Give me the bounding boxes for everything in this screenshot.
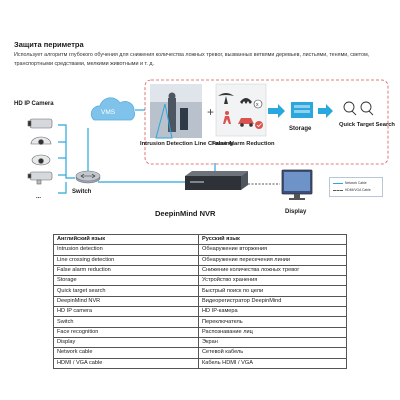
cell-russian: Переключатель [198,316,347,328]
vms-label: VMS [101,109,116,116]
storage-label: Storage [289,126,312,132]
cable-legend: Network Cable HDMI/VGA Cable [329,177,383,197]
search-label: Quick Target Search [339,122,395,128]
false-alarm-label: False Alarm Reduction [212,141,275,147]
network-cables [58,109,216,194]
cameras-more-label: ... [36,194,42,200]
cell-english: Display [53,336,199,349]
perimeter-diagram: + x [27,79,389,200]
cell-english: Line crossing detection [53,254,199,266]
cell-russian: HD IP-камера [198,306,347,318]
cell-russian: Быстрый поиск по цели [198,285,347,297]
storage-icon [291,102,313,118]
page-title: Защита периметра [14,40,84,49]
plus-sign: + [207,105,214,119]
switch-label: Switch [72,189,92,195]
cell-english: DeepinMind NVR [53,295,199,308]
svg-text:x: x [256,102,259,108]
cell-russian: Распознавание лиц [198,326,347,338]
false-alarm-panel: x [215,83,267,137]
cell-russian: Обнаружение вторжения [198,244,347,256]
header-russian: Русский язык [198,233,347,246]
cell-english: Face recognition [53,326,199,338]
camera-icon [31,154,51,166]
nvr-icon [185,171,248,190]
network-line-swatch [333,182,343,184]
display-label: Display [285,209,307,215]
switch-icon [75,170,101,184]
legend-network-label: Network Cable [345,181,367,185]
arrow-icon [268,104,285,118]
cell-english: Storage [53,275,199,287]
confirm-icon [255,121,263,129]
reject-icon [253,99,263,109]
header-english: Английский язык [53,233,199,246]
cell-english: Intrusion detection [53,244,199,256]
camera-icon [30,136,52,145]
legend-hdmi-row: HDMI/VGA Cable [333,188,371,192]
translation-table: Английский язык Русский язык Intrusion d… [53,233,347,369]
animal-icon [240,98,252,104]
cell-english: Quick target search [53,285,199,297]
legend-network-row: Network Cable [333,181,367,185]
cell-russian: Экран [198,336,347,349]
cell-english: Network cable [53,347,199,359]
intrusion-photo-icon [150,84,202,139]
cell-english: HDMI / VGA cable [53,357,199,369]
table-header-row: Английский язык Русский язык [53,233,347,246]
cell-russian: Кабель HDMI / VGA [198,357,347,369]
vms-cloud-icon [90,97,135,121]
cell-russian: Снижение количества ложных тревог [198,264,347,277]
search-icon [343,101,374,116]
cell-russian: Устройство хранения [198,275,347,287]
camera-label: HD IP Camera [14,101,54,107]
intrusion-label: Intrusion Detection Line Crossing [140,141,234,147]
cell-russian: Обнаружение пересечения линии [198,254,347,266]
person-icon [223,111,231,124]
cell-english: False alarm reduction [53,264,199,277]
cell-russian: Видеорегистратор DeepinMind [198,295,347,308]
page-description: Использует алгоритм глубокого обучения д… [14,52,370,67]
cell-english: Switch [53,316,199,328]
cell-russian: Сетевой кабель [198,347,347,359]
camera-icon [27,171,53,185]
analytics-box [144,79,389,165]
legend-hdmi-label: HDMI/VGA Cable [345,188,371,192]
hdmi-line-swatch [333,189,343,191]
camera-icon [27,118,53,129]
car-icon [238,118,254,127]
nvr-label: DeepinMind NVR [155,209,216,218]
display-icon [281,169,313,200]
palm-tree-icon [218,93,234,104]
cell-english: HD IP camera [53,306,199,318]
arrow-icon [318,104,333,118]
